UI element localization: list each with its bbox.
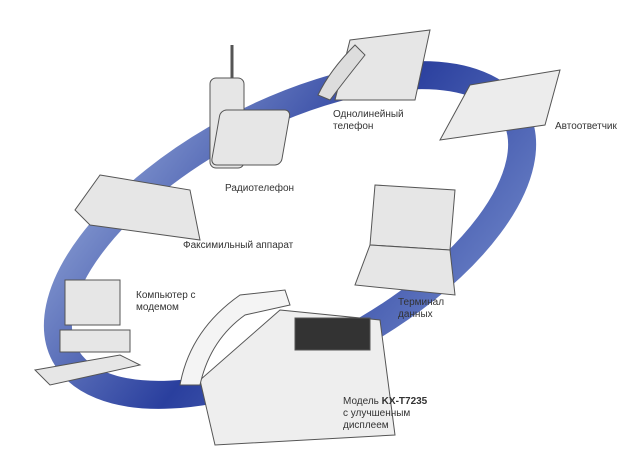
cordless-phone-icon bbox=[209, 45, 291, 169]
label-line-2: с улучшенным bbox=[343, 408, 411, 419]
label-fax: Факсимильный аппарат bbox=[183, 240, 294, 251]
label-model: Модель KX-T7235 с улучшенным дисплеем bbox=[343, 396, 427, 432]
label-line-2: телефон bbox=[333, 121, 374, 132]
label-line-1: Однолинейный bbox=[333, 109, 404, 120]
label-cordless-phone: Радиотелефон bbox=[225, 183, 295, 194]
label-line-1: Терминал bbox=[398, 297, 445, 308]
label-single-line-phone: Однолинейный телефон bbox=[333, 109, 404, 133]
label-computer: Компьютер с модемом bbox=[136, 290, 196, 314]
label-line-3: дисплеем bbox=[343, 420, 389, 431]
model-prefix: Модель bbox=[343, 396, 382, 407]
label-line-1: Компьютер с bbox=[136, 290, 196, 301]
laptop-terminal-icon bbox=[354, 184, 456, 296]
kx-t7235-phone-icon bbox=[179, 289, 396, 446]
model-name: KX-T7235 bbox=[381, 396, 428, 407]
label-line-2: модемом bbox=[136, 302, 179, 313]
answering-machine-icon bbox=[439, 69, 561, 141]
label-answering-machine: Автоответчик bbox=[555, 121, 617, 132]
label-terminal: Терминал данных bbox=[398, 297, 444, 321]
label-line-2: данных bbox=[398, 309, 433, 320]
computer-icon bbox=[33, 279, 142, 386]
label-line-1: Модель KX-T7235 bbox=[343, 396, 427, 408]
fax-icon bbox=[74, 174, 201, 241]
single-line-phone-icon bbox=[317, 29, 431, 101]
